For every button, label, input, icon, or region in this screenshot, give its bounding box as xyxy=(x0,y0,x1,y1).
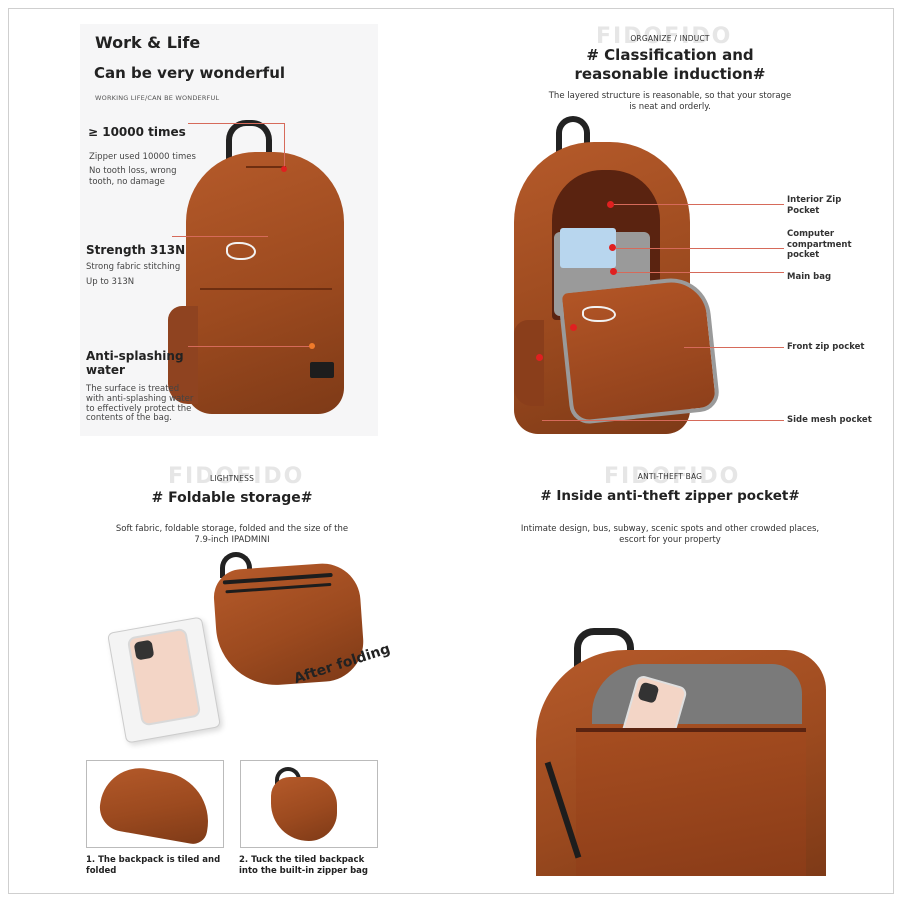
leader-line xyxy=(172,236,268,237)
feature-strength-title: Strength 313N xyxy=(86,243,186,257)
feature-water-desc: The surface is treated with anti-splashi… xyxy=(86,384,194,424)
pouch-handle xyxy=(220,552,252,578)
panel4-desc: Intimate design, bus, subway, scenic spo… xyxy=(520,524,820,545)
label-front-zip-pocket: Front zip pocket xyxy=(787,342,865,352)
leader-line xyxy=(684,347,784,348)
panel3-title: # Foldable storage# xyxy=(151,490,313,506)
camera-icon xyxy=(133,639,155,661)
panel4-kicker: ANTI-THEFT BAG xyxy=(637,472,703,481)
label-interior-zip-pocket: Interior Zip Pocket xyxy=(787,195,842,216)
watermark-text: FIDOFIDO xyxy=(596,24,733,49)
tiled-backpack-image xyxy=(96,761,216,847)
dog-logo-icon xyxy=(226,242,256,260)
step2-image-box xyxy=(240,760,378,848)
panel1-tagline: WORKING LIFE/CAN BE WONDERFUL xyxy=(95,94,220,102)
panel-anti-theft: FIDOFIDO ANTI-THEFT BAG # Inside anti-th… xyxy=(514,462,826,880)
leader-line xyxy=(188,123,284,124)
anti-theft-pocket-image xyxy=(536,650,826,876)
leader-line xyxy=(617,272,784,273)
panel3-desc: Soft fabric, foldable storage, folded an… xyxy=(115,524,349,545)
feature-strength-desc2: Up to 313N xyxy=(86,277,135,287)
camera-icon xyxy=(637,681,660,704)
tucked-backpack-image xyxy=(271,777,337,841)
feature-strength-desc1: Strong fabric stitching xyxy=(86,262,181,272)
front-flap xyxy=(557,274,721,426)
tablet-inside xyxy=(560,228,616,268)
side-mesh xyxy=(514,320,544,406)
leader-line xyxy=(284,123,285,169)
panel2-desc: The layered structure is reasonable, so … xyxy=(548,91,792,112)
feature-zipper-title: ≥ 10000 times xyxy=(88,125,186,139)
callout-dot xyxy=(281,166,287,172)
leader-line xyxy=(614,204,784,205)
step1-image-box xyxy=(86,760,224,848)
leader-line xyxy=(188,346,312,347)
top-zipper xyxy=(246,166,286,168)
label-computer-compartment: Computer compartment pocket xyxy=(787,229,852,261)
front-zipper xyxy=(200,288,332,290)
feature-zipper-desc1: Zipper used 10000 times xyxy=(89,152,196,162)
panel-classification: FIDOFIDO ORGANIZE / INDUCT # Classificat… xyxy=(484,24,886,444)
label-side-mesh-pocket: Side mesh pocket xyxy=(787,415,872,425)
panel2-kicker: ORGANIZE / INDUCT xyxy=(630,34,710,43)
watermark-text: FIDOFIDO xyxy=(604,464,741,489)
label-main-bag: Main bag xyxy=(787,272,832,282)
panel2-title-line2: reasonable induction# xyxy=(574,65,766,83)
backpack-image xyxy=(186,152,344,414)
mesh-lining xyxy=(592,664,802,724)
callout-dot xyxy=(309,343,315,349)
step2-caption: 2. Tuck the tiled backpack into the buil… xyxy=(239,855,368,876)
leader-line xyxy=(616,248,784,249)
panel4-title: # Inside anti-theft zipper pocket# xyxy=(540,488,800,504)
panel2-title-line1: # Classification and xyxy=(586,46,754,64)
feature-zipper-desc2: No tooth loss, wrong tooth, no damage xyxy=(89,166,177,187)
panel-work-life: Work & Life Can be very wonderful WORKIN… xyxy=(80,24,378,436)
leader-line xyxy=(542,420,784,421)
panel1-title: Work & Life xyxy=(95,33,201,52)
feature-water-title: Anti-splashing water xyxy=(86,349,184,378)
panel1-subtitle: Can be very wonderful xyxy=(94,64,286,82)
open-backpack-image xyxy=(514,142,721,434)
panel-foldable: FIDOFIDO LIGHTNESS # Foldable storage# S… xyxy=(74,462,390,880)
dog-logo-icon xyxy=(582,306,616,322)
callout-dot xyxy=(610,268,617,275)
callout-dot xyxy=(609,244,616,251)
backpack-handle xyxy=(556,116,590,166)
inner-pocket xyxy=(576,728,806,876)
panel3-kicker: LIGHTNESS xyxy=(209,474,255,483)
callout-dot xyxy=(536,354,543,361)
watermark-text: FIDOFIDO xyxy=(168,464,305,489)
side-pocket xyxy=(168,306,198,404)
step1-caption: 1. The backpack is tiled and folded xyxy=(86,855,221,876)
pouch-zipper xyxy=(225,582,332,594)
pouch-zipper xyxy=(222,572,333,585)
callout-dot xyxy=(570,324,577,331)
callout-dot xyxy=(607,201,614,208)
brand-label xyxy=(310,362,334,378)
